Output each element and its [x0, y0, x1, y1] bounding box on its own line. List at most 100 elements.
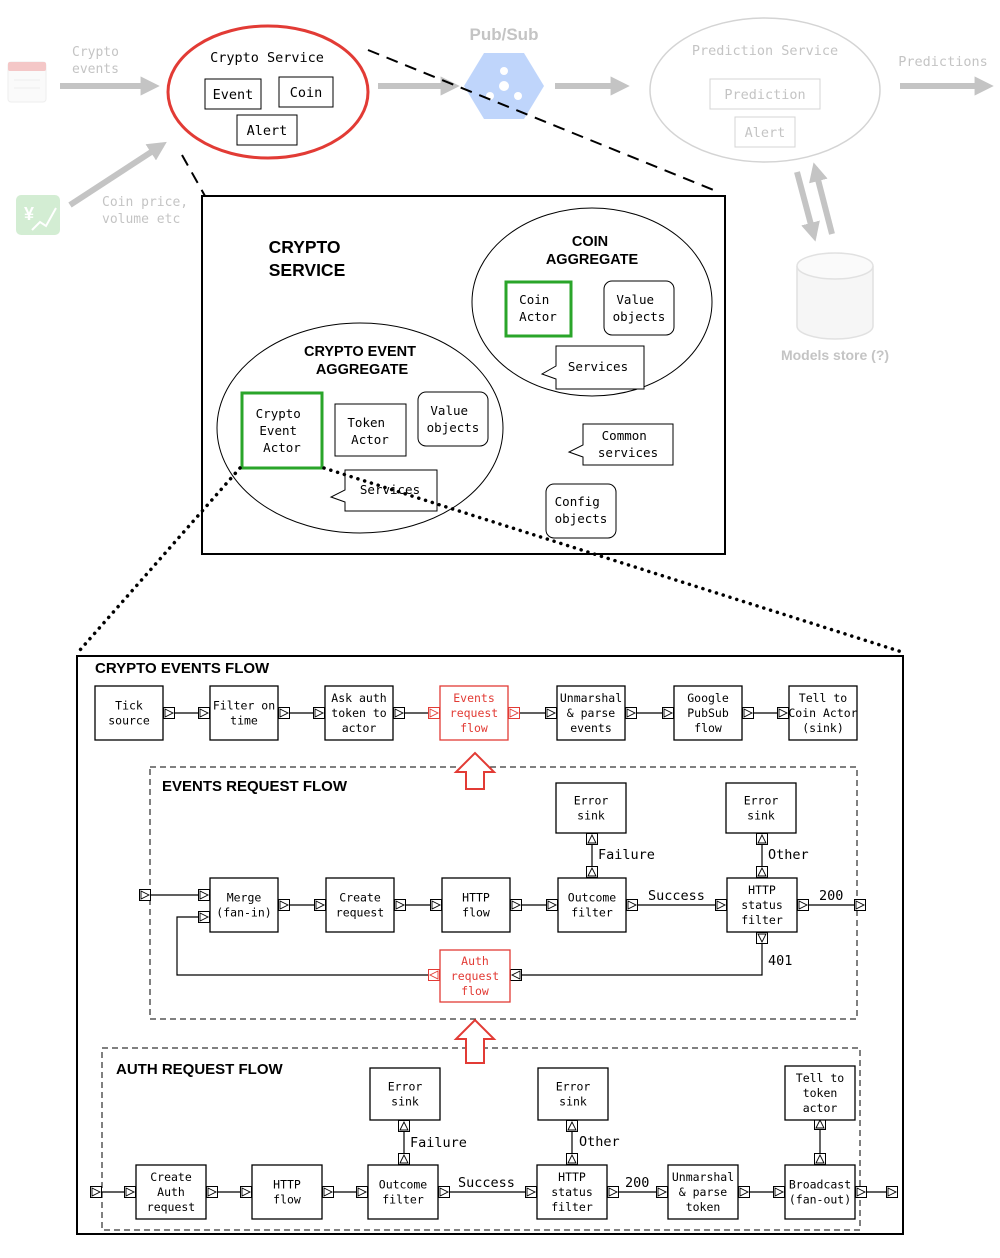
port-arrow: [199, 890, 210, 900]
label-line: token: [686, 1200, 721, 1214]
merge-label: Merge(fan-in): [216, 891, 271, 920]
label-line: objects: [555, 511, 608, 526]
label-line: Error: [556, 1080, 591, 1094]
stage-box: [556, 685, 626, 741]
event-value-objects-label: Value objects: [427, 403, 480, 435]
zoom-dotted-right: [322, 466, 904, 654]
connector: [516, 938, 763, 976]
to-store-arrow: [794, 171, 820, 242]
label-line: Unmarshal: [560, 691, 622, 705]
label-line: token to: [331, 706, 386, 720]
prediction-alert-box: [734, 116, 796, 148]
merge-box: [209, 877, 279, 933]
stage-box: [324, 685, 394, 741]
coin-price-line: volume etc: [102, 212, 180, 227]
stage-box: [209, 685, 279, 741]
crypto-service-ellipse: [166, 24, 370, 160]
port-arrow: [323, 1187, 334, 1197]
port-arrow: [757, 866, 767, 877]
label-line: (fan-in): [216, 906, 271, 920]
coin-services-label: Services: [568, 359, 628, 374]
label-line: Error: [744, 794, 779, 808]
event-value-objects-box: [417, 391, 489, 447]
label-line: Events: [453, 691, 495, 705]
port-arrow: [241, 1187, 252, 1197]
edge-label: 200: [819, 888, 843, 904]
label-line: Crypto: [256, 406, 301, 421]
port-arrow: [428, 970, 439, 980]
crypto-service-heading: CRYPTO SERVICE: [269, 237, 346, 280]
port-arrow: [627, 900, 638, 910]
label-line: Actor: [351, 432, 389, 447]
port-arrow: [815, 1118, 825, 1129]
outcome-filter-box: [557, 877, 627, 933]
label-line: filter: [382, 1193, 424, 1207]
label-line: flow: [273, 1193, 301, 1207]
port-arrow: [526, 1187, 537, 1197]
expand-arrow-icon: [453, 1018, 497, 1064]
port-arrow: [757, 833, 767, 844]
label-line: Error: [388, 1080, 423, 1094]
label-line: request: [450, 706, 498, 720]
port-arrow: [399, 1120, 409, 1131]
label-line: filter: [571, 906, 613, 920]
prediction-label: Prediction: [724, 87, 805, 103]
models-store-label: Models store (?): [781, 347, 889, 363]
event-box: [204, 78, 262, 110]
label-line: Token: [347, 415, 385, 430]
coin-price-label: Coin price, volume etc: [102, 195, 196, 227]
label-line: Outcome: [568, 891, 617, 905]
from-store-arrow: [809, 162, 835, 235]
create-request-box: [325, 877, 395, 933]
crypto-event-actor-box: [240, 391, 324, 470]
prediction-service-title: Prediction Service: [692, 43, 838, 59]
label-line: HTTP: [558, 1170, 586, 1184]
port-arrow: [657, 1187, 668, 1197]
heading-line: SERVICE: [269, 260, 346, 280]
token-actor-label: Token Actor: [347, 415, 392, 447]
label-line: objects: [427, 420, 480, 435]
port-arrow: [315, 900, 326, 910]
port-arrow: [510, 970, 521, 980]
edge-label: Other: [579, 1134, 620, 1150]
port-arrow: [314, 708, 325, 718]
label-line: flow: [694, 721, 722, 735]
pubsub-label: Pub/Sub: [470, 25, 539, 44]
prediction-box: [709, 78, 821, 110]
error-sink-box: [555, 782, 627, 834]
expand-arrow-icon: [453, 751, 497, 790]
port-arrow: [125, 1187, 136, 1197]
status-filter-box: [726, 877, 798, 933]
edge-label: Success: [648, 888, 705, 904]
stage-box: [788, 685, 858, 741]
port-arrow: [774, 1187, 785, 1197]
edge-label: Other: [768, 847, 809, 863]
port-arrow: [429, 708, 440, 718]
coin-box: [278, 76, 334, 108]
port-arrow: [399, 1153, 409, 1164]
common-services-callout: [567, 423, 674, 466]
port-arrow: [279, 708, 290, 718]
price-chart-icon: ¥: [16, 195, 60, 235]
coin-actor-label: Coin Actor: [519, 292, 557, 324]
label-line: time: [230, 714, 258, 728]
label-line: Coin Actor: [788, 706, 857, 720]
label-line: Coin: [519, 292, 549, 307]
heading-line: AGGREGATE: [546, 252, 639, 268]
heading-line: AGGREGATE: [316, 362, 409, 378]
label-line: token: [803, 1086, 838, 1100]
